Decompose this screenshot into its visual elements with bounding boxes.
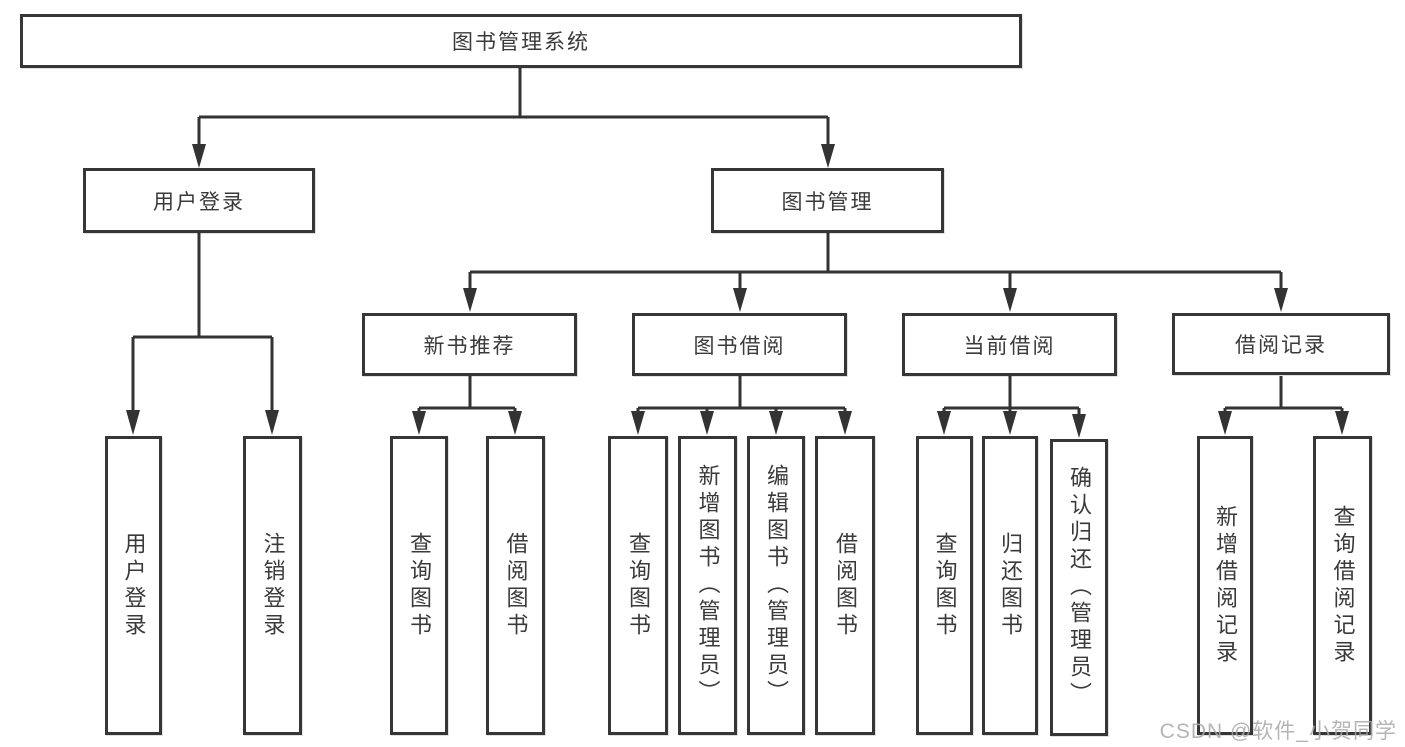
node-borrowing-query-label: 查询图书 xyxy=(626,531,651,640)
node-borrowing-borrow-label: 借阅图书 xyxy=(833,531,858,640)
node-current-confirm-label: 确认归还（管理员） xyxy=(1067,466,1092,709)
node-record-query: 查询借阅记录 xyxy=(1313,436,1372,735)
node-borrow-record: 借阅记录 xyxy=(1172,313,1390,375)
borrow-record-connector xyxy=(1218,376,1349,435)
current-borrow-connector xyxy=(937,376,1086,438)
node-record-add: 新增借阅记录 xyxy=(1197,436,1253,735)
node-newbook-query: 查询图书 xyxy=(390,436,448,735)
node-borrowing-query: 查询图书 xyxy=(608,436,668,735)
node-current-query: 查询图书 xyxy=(916,436,973,735)
node-record-add-label: 新增借阅记录 xyxy=(1213,504,1238,667)
node-user-login-leaf-label: 用户登录 xyxy=(121,531,147,640)
node-borrowing-borrow: 借阅图书 xyxy=(815,436,875,735)
node-book-borrow: 图书借阅 xyxy=(632,313,847,376)
node-new-book-label: 新书推荐 xyxy=(423,334,516,358)
node-user-login-leaf: 用户登录 xyxy=(105,436,162,735)
node-book-borrow-label: 图书借阅 xyxy=(693,334,786,358)
node-current-return: 归还图书 xyxy=(982,436,1038,735)
book-mgmt-connector xyxy=(463,233,1288,312)
node-current-borrow-label: 当前借阅 xyxy=(963,334,1056,358)
node-borrowing-edit-label: 编辑图书（管理员） xyxy=(764,464,789,707)
root-connector xyxy=(192,68,835,168)
node-book-mgmt-label: 图书管理 xyxy=(781,190,874,214)
node-borrowing-add: 新增图书（管理员） xyxy=(678,436,737,735)
node-current-return-label: 归还图书 xyxy=(998,531,1023,640)
watermark: CSDN @软件_小贺同学 xyxy=(1159,720,1397,743)
node-borrow-record-label: 借阅记录 xyxy=(1235,334,1327,357)
user-login-connector xyxy=(126,233,279,435)
book-borrow-connector xyxy=(631,376,852,435)
node-root-label: 图书管理系统 xyxy=(452,31,590,54)
node-borrowing-add-label: 新增图书（管理员） xyxy=(695,464,721,707)
node-record-query-label: 查询借阅记录 xyxy=(1330,504,1356,667)
node-user-login-label: 用户登录 xyxy=(153,190,245,214)
node-current-confirm: 确认归还（管理员） xyxy=(1050,439,1108,736)
node-borrowing-edit: 编辑图书（管理员） xyxy=(747,436,805,735)
node-user-login: 用户登录 xyxy=(83,168,315,233)
node-logout-leaf-label: 注销登录 xyxy=(260,531,286,640)
node-logout-leaf: 注销登录 xyxy=(243,436,302,735)
node-root: 图书管理系统 xyxy=(20,14,1022,68)
node-newbook-borrow: 借阅图书 xyxy=(486,436,545,735)
node-new-book: 新书推荐 xyxy=(362,313,577,376)
new-book-connector xyxy=(412,376,522,435)
node-newbook-query-label: 查询图书 xyxy=(407,531,432,640)
node-current-borrow: 当前借阅 xyxy=(902,313,1117,376)
node-book-mgmt: 图书管理 xyxy=(711,168,944,233)
node-current-query-label: 查询图书 xyxy=(932,531,958,640)
node-newbook-borrow-label: 借阅图书 xyxy=(503,531,529,640)
